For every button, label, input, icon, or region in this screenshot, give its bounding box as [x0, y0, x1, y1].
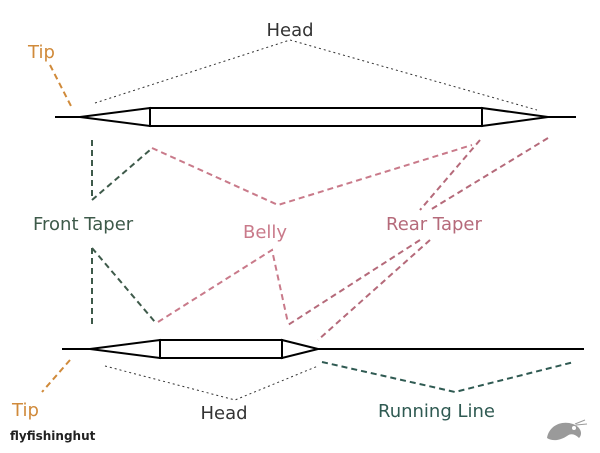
bottom-belly-shape: [159, 339, 283, 359]
tip-leaders: [41, 64, 73, 393]
top-fly-line: [55, 106, 576, 128]
head-brackets: [94, 39, 538, 401]
bottom-front-taper-shape: [89, 338, 161, 360]
belly-upper-leader: [151, 144, 473, 207]
watermark-text: flyfishinghut: [10, 429, 96, 443]
rear-taper-leader-3: [287, 239, 421, 326]
shrimp-logo-icon: [547, 419, 588, 441]
rear-taper-leader-1: [419, 139, 481, 211]
top-tip-leader: [49, 64, 73, 109]
label-head-bottom: Head: [200, 403, 247, 424]
top-front-taper-shape: [79, 106, 151, 128]
front-taper-diagonal-lower: [91, 247, 156, 323]
belly-leaders: [151, 144, 473, 324]
label-belly: Belly: [243, 222, 287, 243]
running-line-leader: [321, 361, 575, 394]
rear-taper-leader-4: [317, 239, 431, 341]
top-head-bracket: [94, 39, 538, 111]
label-rear-taper: Rear Taper: [386, 214, 482, 235]
bottom-rear-taper-shape: [281, 338, 319, 360]
rear-taper-leader-2: [429, 137, 549, 211]
belly-lower-leader: [157, 248, 289, 324]
bottom-fly-line: [62, 338, 584, 360]
label-front-taper: Front Taper: [33, 214, 134, 235]
label-tip-top: Tip: [27, 42, 55, 63]
rear-taper-leaders: [287, 137, 549, 341]
front-taper-diagonal-upper: [91, 149, 151, 201]
bottom-head-bracket: [104, 365, 319, 401]
top-rear-taper-shape: [481, 106, 549, 128]
label-running-line: Running Line: [378, 401, 495, 422]
top-belly-shape: [149, 107, 483, 127]
bottom-tip-leader: [41, 359, 71, 393]
front-taper-leaders: [91, 140, 156, 325]
label-tip-bottom: Tip: [11, 400, 39, 421]
label-head-top: Head: [266, 20, 313, 41]
